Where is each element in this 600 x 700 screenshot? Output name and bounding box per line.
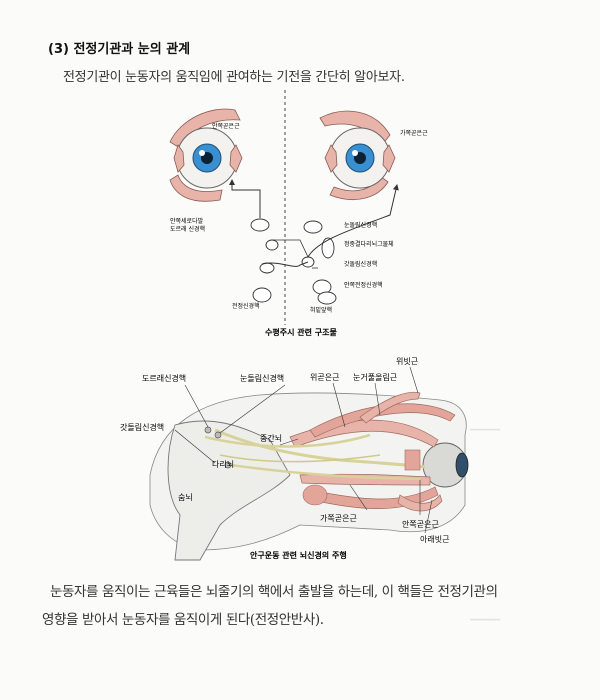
body-line-2: 영향을 받아서 눈동자를 움직이게 된다(전정안반사).: [42, 612, 324, 628]
label-abducens-nucleus: 갓돌림신경핵: [120, 422, 164, 432]
label-oculomotor-nucleus: 눈돌림신경핵: [240, 373, 284, 383]
figure1-caption: 수평주시 관련 구조물: [265, 327, 337, 337]
label-trochlear-nucleus: 도르래 신경핵: [170, 225, 205, 233]
lateral-rectus-muscle: [299, 473, 431, 486]
path-lateral-right: [307, 184, 399, 258]
nucleus-left-small: [265, 239, 279, 251]
inferior-oblique-muscle: [397, 494, 443, 512]
label-abducens-nucleus: 갓돌림신경핵: [344, 260, 377, 268]
label-medial-rectus: 안쪽곧은근: [402, 519, 439, 529]
label-medial-rectus: 안쪽곧은근: [212, 122, 240, 130]
intro-text: 전정기관이 눈동자의 움직임에 관여하는 기전을 간단히 알아보자.: [63, 70, 405, 85]
label-lateral-rectus: 가쪽곧은근: [400, 129, 428, 137]
abducens-nucleus-dot: [224, 461, 232, 469]
abducens-nerve: [229, 463, 421, 481]
label-superior-rectus: 위곧은근: [310, 373, 339, 382]
nerve-branch: [219, 454, 381, 463]
nucleus-right-oculomotor: [303, 220, 323, 234]
bleed-through-text: ━━━━━: [470, 425, 501, 436]
ciliary-ganglion: [404, 449, 421, 471]
nucleus-left-trochlear: [259, 262, 275, 274]
left-eye-illustration: [169, 108, 243, 202]
trochlear-nucleus-dot: [204, 426, 212, 434]
lateral-muscle-left: [173, 144, 185, 173]
path-ppr: [272, 239, 309, 258]
lateral-muscle-right: [382, 144, 396, 173]
label-mlf: 안쪽세로다발: [170, 217, 204, 225]
path-medial-left: [229, 179, 261, 218]
label-medial-vestibular: 안쪽전정신경핵: [344, 281, 383, 289]
nucleus-vestibular: [252, 287, 272, 303]
figure2-caption: 안구운동 관련 뇌신경의 주행: [250, 550, 347, 560]
label-inferior-oblique: 아래빗근: [420, 534, 449, 544]
label-superior-oblique: 위빗근: [396, 357, 418, 366]
right-eye-illustration: [319, 110, 396, 201]
figure-horizontal-gaze: 안쪽곧은근 가쪽곧은근 안쪽세로다발 도르래 신경핵 눈돌림신경핵 정중결다리뇌…: [169, 90, 428, 337]
path-mlf: [261, 261, 309, 267]
pituitary: [302, 484, 328, 506]
label-pons: 다리뇌: [212, 460, 234, 469]
medial-muscle-right: [324, 144, 338, 173]
label-levator: 눈거풀올림근: [353, 372, 397, 382]
label-lateral-rectus: 가쪽곧은근: [320, 514, 357, 523]
label-trochlear-nucleus: 도르래신경핵: [142, 373, 186, 383]
lower-muscle-right: [329, 175, 389, 201]
label-midbrain: 중간뇌: [260, 433, 282, 443]
body-paragraph: 눈동자를 움직이는 근육들은 뇌줄기의 핵에서 출발을 하는데, 이 핵들은 전…: [42, 578, 582, 634]
trochlear-nerve: [204, 433, 371, 448]
eye-highlight-left: [199, 150, 205, 156]
bleed-through-text: ━━━━━: [470, 615, 501, 626]
label-oculomotor-nucleus: 눈돌림신경핵: [344, 221, 377, 229]
nucleus-ventral: [317, 291, 337, 305]
lower-muscle-left: [169, 174, 223, 202]
levator-muscle: [309, 403, 456, 438]
body-line-1: 눈동자를 움직이는 근육들은 뇌줄기의 핵에서 출발을 하는데, 이 핵들은 전…: [50, 584, 498, 600]
section-heading: (3) 전정기관과 눈의 관계: [48, 42, 191, 57]
upper-muscle-right: [319, 110, 391, 146]
brainstem: [167, 420, 291, 561]
eye-highlight-right: [352, 150, 358, 156]
label-ppr: 정중결다리뇌그물체: [344, 240, 394, 248]
superior-oblique-muscle: [359, 391, 421, 424]
medial-muscle-left: [229, 144, 243, 173]
figure-cranial-nerves: 도르래신경핵 눈돌림신경핵 위곧은근 눈거풀올림근 위빗근 갓돌림신경핵 중간뇌…: [120, 357, 469, 561]
nucleus-left-oculomotor: [250, 218, 270, 232]
oculomotor-nucleus-dot: [214, 431, 222, 439]
leader-lines: [174, 366, 433, 534]
label-vestibular-nucleus: 전정신경핵: [232, 302, 260, 310]
label-ventral: 혀밑앞핵: [310, 306, 332, 314]
label-medulla: 숨뇌: [178, 493, 193, 502]
nucleus-ppr: [321, 237, 335, 259]
cornea-iris: [455, 452, 469, 478]
